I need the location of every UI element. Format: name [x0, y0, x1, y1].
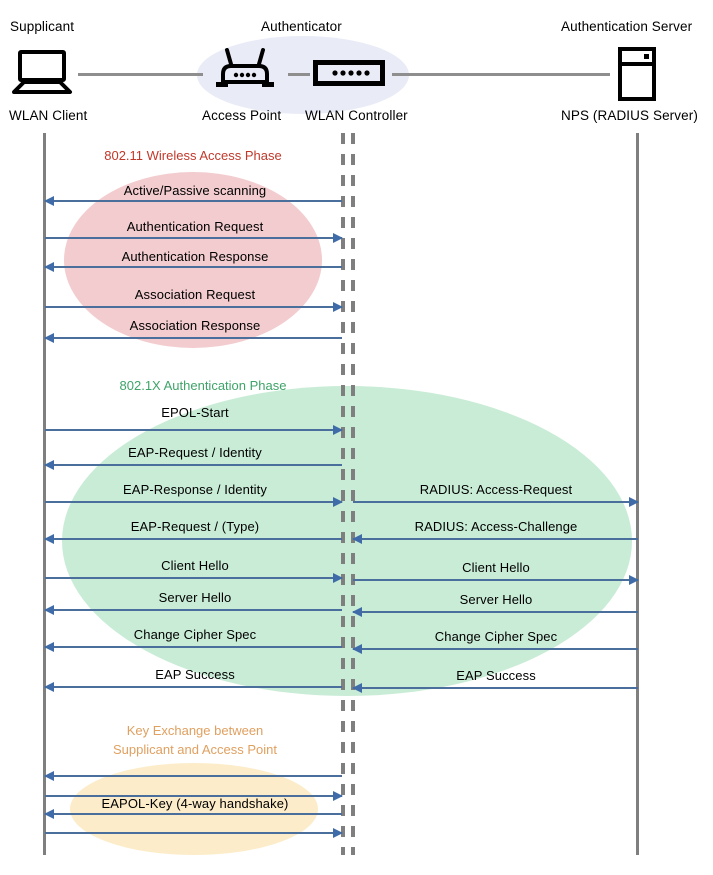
message-arrow [44, 460, 342, 470]
message-arrow [45, 233, 343, 243]
message-arrow [45, 573, 343, 583]
message-arrow [353, 497, 639, 507]
message-label: EAP Success [456, 668, 536, 683]
message-label: Change Cipher Spec [434, 629, 558, 644]
message-arrow [44, 605, 342, 615]
message-arrow [45, 828, 343, 838]
actor-role-authenticator: Authenticator [261, 19, 342, 34]
message-arrow [45, 302, 343, 312]
message-label: Server Hello [459, 592, 533, 607]
message-label: Association Response [129, 318, 261, 333]
actor-caption-access-point: Access Point [202, 108, 282, 123]
actor-role-supplicant: Supplicant [10, 19, 75, 34]
message-arrow [44, 534, 342, 544]
message-arrow [45, 425, 343, 435]
message-label: EAP-Request / (Type) [130, 519, 260, 534]
message-arrow [44, 333, 342, 343]
laptop-icon [12, 50, 76, 101]
message-arrow [352, 534, 638, 544]
server-tower-icon [617, 47, 657, 106]
message-label: Association Request [134, 287, 256, 302]
lifeline-authenticator-right [351, 133, 355, 855]
message-arrow [353, 575, 639, 585]
actor-role-authentication-server: Authentication Server [561, 19, 693, 34]
actor-caption-wlan-client: WLAN Client [9, 108, 88, 123]
message-arrow [44, 642, 342, 652]
message-label: Client Hello [462, 560, 530, 575]
actor-caption-nps-radius-server: NPS (RADIUS Server) [561, 108, 698, 123]
message-label: Change Cipher Spec [133, 627, 257, 642]
message-label: Authentication Response [121, 249, 269, 264]
message-label: EAPOL-Key (4-way handshake) [101, 796, 289, 811]
message-label: RADIUS: Access-Request [419, 482, 573, 497]
phase-8021x-label: 802.1X Authentication Phase [119, 378, 287, 393]
wlan-controller-icon [312, 59, 386, 91]
wire-client-to-ap [78, 73, 203, 76]
message-label: Client Hello [161, 558, 229, 573]
wire-controller-to-nps [392, 73, 610, 76]
message-arrow [352, 607, 638, 617]
lifeline-authenticator-left [341, 133, 345, 855]
message-arrow [44, 262, 342, 272]
message-arrow [45, 791, 343, 801]
phase-keyexchange-label-line2: Supplicant and Access Point [112, 742, 278, 757]
lifeline-supplicant [43, 133, 46, 855]
message-label: Authentication Request [126, 219, 264, 234]
message-label: Server Hello [158, 590, 232, 605]
message-arrow [44, 771, 342, 781]
message-arrow [44, 196, 342, 206]
phase-8021x-ellipse [62, 386, 632, 696]
wireless-access-point-icon [214, 48, 276, 97]
message-arrow [352, 644, 638, 654]
message-label: EAP Success [155, 667, 235, 682]
lifeline-authentication-server [636, 133, 639, 855]
phase-keyexchange-label-line1: Key Exchange between [126, 723, 264, 738]
message-arrow [44, 682, 342, 692]
message-label: EAP-Response / Identity [123, 482, 267, 497]
message-label: EAP-Request / Identity [128, 445, 262, 460]
message-arrow [44, 809, 342, 819]
message-arrow [352, 683, 638, 693]
phase-80211-label: 802.11 Wireless Access Phase [104, 148, 282, 163]
wire-ap-to-controller [288, 73, 310, 76]
message-label: RADIUS: Access-Challenge [414, 519, 578, 534]
phase-keyexchange-ellipse [70, 763, 318, 855]
actor-caption-wlan-controller: WLAN Controller [305, 108, 408, 123]
message-arrow [45, 497, 343, 507]
message-label: EPOL-Start [161, 405, 229, 420]
message-label: Active/Passive scanning [123, 183, 267, 198]
